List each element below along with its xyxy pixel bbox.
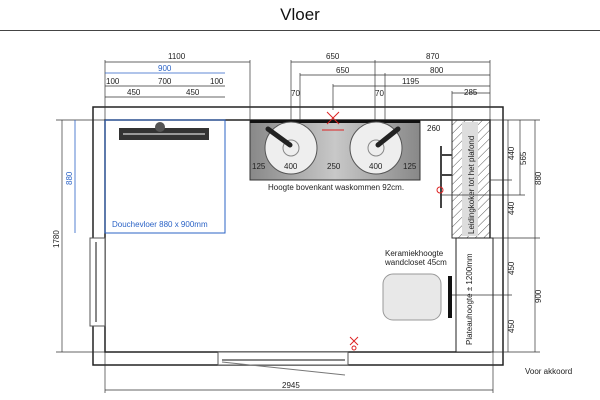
dim-650: 650: [336, 66, 350, 75]
dim-400: 400: [369, 162, 383, 171]
toilet-label-line2: wandcloset 45cm: [384, 258, 447, 267]
faucet-right-icon: [375, 126, 401, 148]
radiator-valve-icon: [436, 186, 444, 194]
dim-70: 70: [375, 89, 384, 98]
dim-440: 440: [507, 201, 516, 215]
dim-650: 650: [326, 52, 340, 61]
shower-mixer-icon: [155, 122, 165, 132]
shower-dimension-lines: [74, 72, 225, 233]
towel-radiator-icon: [440, 146, 452, 208]
dim-250: 250: [327, 162, 341, 171]
dim-70: 70: [291, 89, 300, 98]
light-switch-icon: [349, 336, 359, 351]
dim-125: 125: [252, 162, 266, 171]
dim-260: 260: [427, 124, 441, 133]
dim-125: 125: [403, 162, 417, 171]
flush-plate: [448, 276, 452, 318]
dim-900: 900: [534, 289, 543, 303]
electrical-outlet-icon: [322, 111, 344, 131]
dim-565: 565: [519, 151, 528, 165]
shower-label: Douchevloer 880 x 900mm: [112, 220, 208, 229]
dim-285: 285: [464, 88, 478, 97]
plateau-label: Plateauhoogte ± 1200mm: [465, 253, 474, 345]
toilet-label-line1: Keramiekhoogte: [385, 249, 444, 258]
dim-400: 400: [284, 162, 298, 171]
dim-700: 700: [158, 77, 172, 86]
dim-1100: 1100: [168, 52, 186, 61]
approval-label: Voor akkoord: [525, 367, 572, 376]
page-title: Vloer: [280, 5, 320, 24]
faucet-left-icon: [265, 126, 293, 148]
dimension-lines: [56, 60, 540, 393]
shaft-label: Leidingkoker tot het plafond: [467, 136, 476, 234]
dim-100: 100: [106, 77, 120, 86]
dim-1780: 1780: [52, 230, 61, 248]
title-bar: Vloer: [0, 0, 600, 31]
sink-height-label: Hoogte bovenkant waskommen 92cm.: [268, 183, 404, 192]
dim-800: 800: [430, 66, 444, 75]
shower-floor-outline: [104, 119, 226, 234]
dim-440: 440: [507, 146, 516, 160]
window: [89, 237, 106, 327]
dim-100: 100: [210, 77, 224, 86]
dim-870: 870: [426, 52, 440, 61]
dim-1195: 1195: [402, 77, 420, 86]
dim-900: 900: [158, 64, 172, 73]
dim-450: 450: [127, 88, 141, 97]
toilet: [382, 273, 442, 321]
door: [217, 351, 349, 366]
dim-450: 450: [507, 261, 516, 275]
dim-880: 880: [65, 171, 74, 185]
dim-2945: 2945: [282, 381, 300, 390]
dim-880: 880: [534, 171, 543, 185]
dim-450: 450: [186, 88, 200, 97]
dim-450: 450: [507, 319, 516, 333]
